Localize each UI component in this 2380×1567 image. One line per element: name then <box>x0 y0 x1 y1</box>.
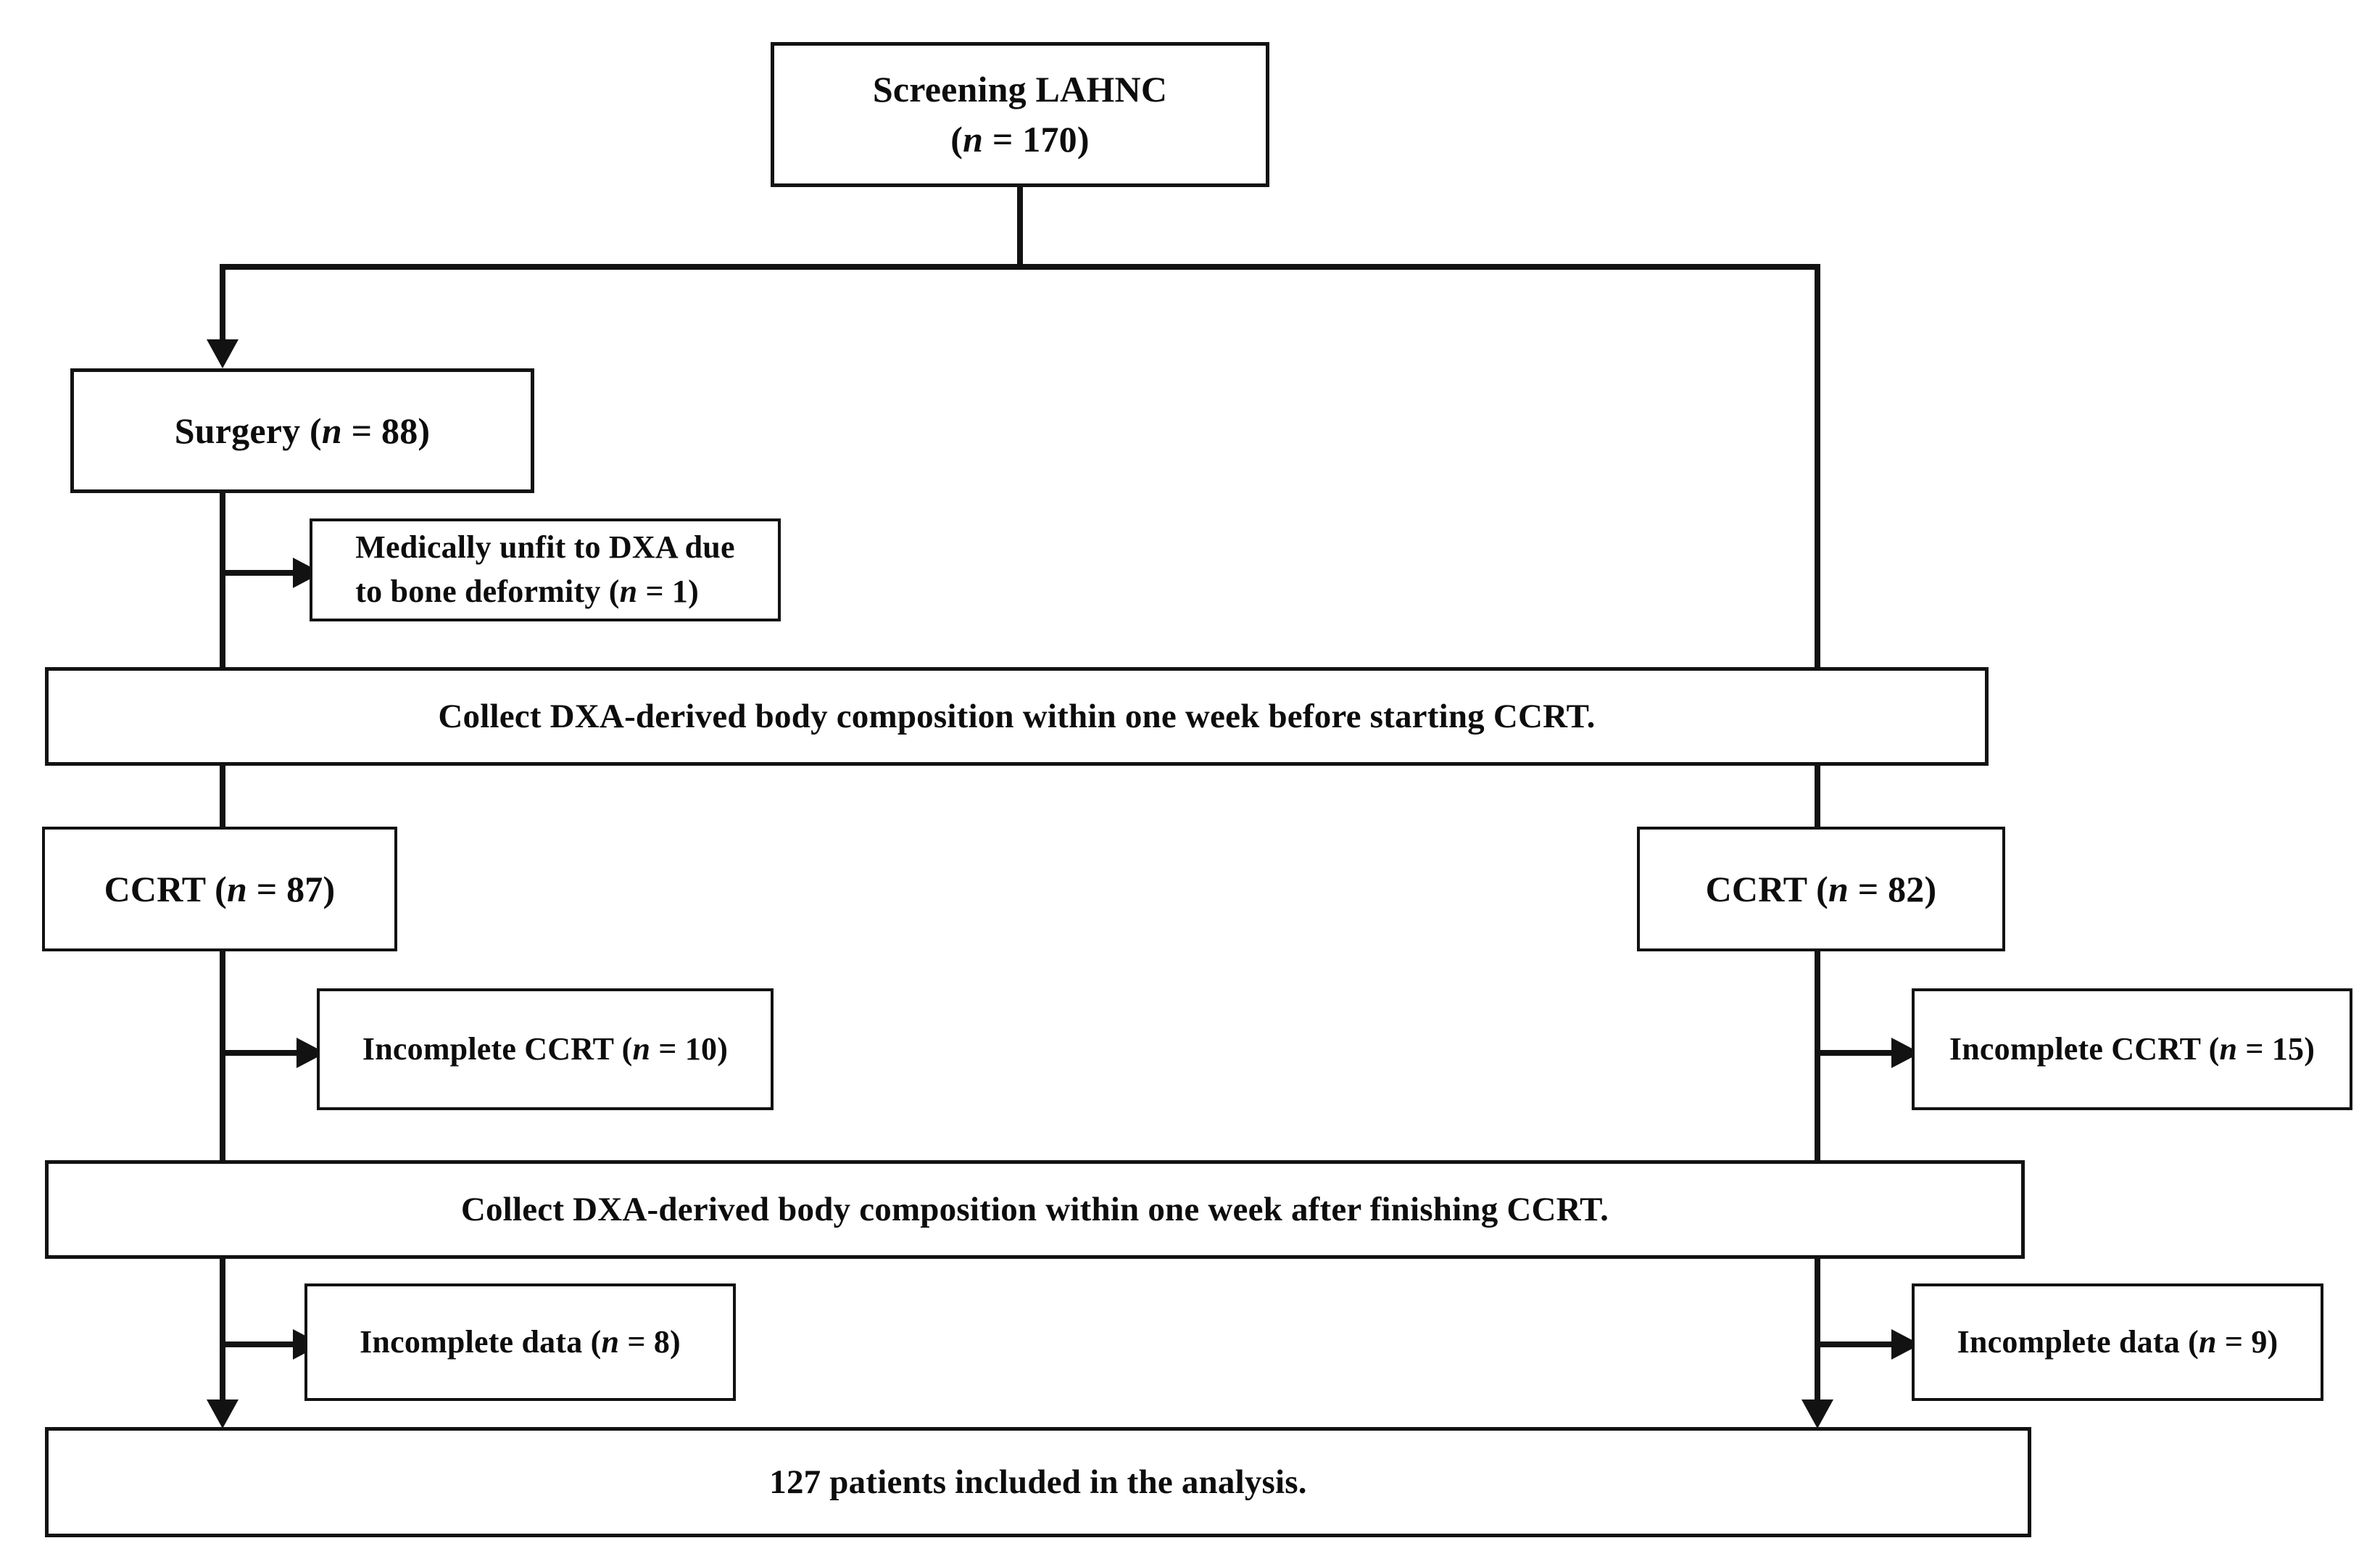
node-incomplete-ccrt-left-label: Incomplete CCRT (n = 10) <box>362 1030 729 1067</box>
node-screening-lahnc: Screening LAHNC (n = 170) <box>771 42 1269 187</box>
node-incomplete-ccrt-right-label: Incomplete CCRT (n = 15) <box>1949 1030 2315 1067</box>
connector-ccrt-left-to-incomplete <box>220 1050 299 1056</box>
node-surgery: Surgery (n = 88) <box>70 368 534 493</box>
connector-ccrt-right-to-incomplete <box>1815 1050 1894 1056</box>
node-incomplete-data-left-label: Incomplete data (n = 8) <box>360 1323 681 1360</box>
node-medically-unfit-label: Medically unfit to DXA due to bone defor… <box>355 529 735 609</box>
node-incomplete-data-right-label: Incomplete data (n = 9) <box>1957 1323 2279 1360</box>
node-dxa-after: Collect DXA-derived body composition wit… <box>45 1160 2025 1259</box>
connector-dxa-after-to-final <box>220 1259 225 1401</box>
arrow-left-branch-to-final <box>207 1399 239 1429</box>
connector-screening-stem <box>1017 187 1023 267</box>
connector-split-bar <box>220 264 1820 270</box>
node-incomplete-ccrt-right: Incomplete CCRT (n = 15) <box>1912 988 2352 1110</box>
node-incomplete-data-right: Incomplete data (n = 9) <box>1912 1283 2323 1401</box>
connector-surgery-to-unfit <box>220 570 296 576</box>
node-incomplete-ccrt-left: Incomplete CCRT (n = 10) <box>317 988 774 1110</box>
node-dxa-before-label: Collect DXA-derived body composition wit… <box>438 697 1596 735</box>
connector-right-to-incomplete-data <box>1815 1341 1894 1347</box>
connector-surgery-spine <box>220 493 225 669</box>
node-ccrt-left-label: CCRT (n = 87) <box>104 868 336 909</box>
node-screening-lahnc-label: Screening LAHNC (n = 170) <box>872 69 1168 160</box>
node-ccrt-right-label: CCRT (n = 82) <box>1705 868 1937 909</box>
connector-split-left-drop <box>220 264 225 344</box>
node-surgery-label: Surgery (n = 88) <box>174 410 431 451</box>
connector-left-to-incomplete-data <box>220 1341 296 1347</box>
arrow-right-branch-to-final <box>1801 1399 1833 1429</box>
connector-dxa-before-to-ccrt-left <box>220 766 225 838</box>
connector-ccrt-left-spine <box>220 951 225 1162</box>
node-final-analysis: 127 patients included in the analysis. <box>45 1427 2031 1537</box>
node-ccrt-right: CCRT (n = 82) <box>1637 827 2005 951</box>
node-incomplete-data-left: Incomplete data (n = 8) <box>304 1283 736 1401</box>
node-dxa-before: Collect DXA-derived body composition wit… <box>45 667 1989 766</box>
node-final-analysis-label: 127 patients included in the analysis. <box>769 1463 1307 1501</box>
arrow-split-to-surgery <box>207 339 239 368</box>
node-dxa-after-label: Collect DXA-derived body composition wit… <box>460 1190 1609 1228</box>
node-ccrt-left: CCRT (n = 87) <box>42 827 397 951</box>
node-medically-unfit: Medically unfit to DXA due to bone defor… <box>310 518 781 621</box>
